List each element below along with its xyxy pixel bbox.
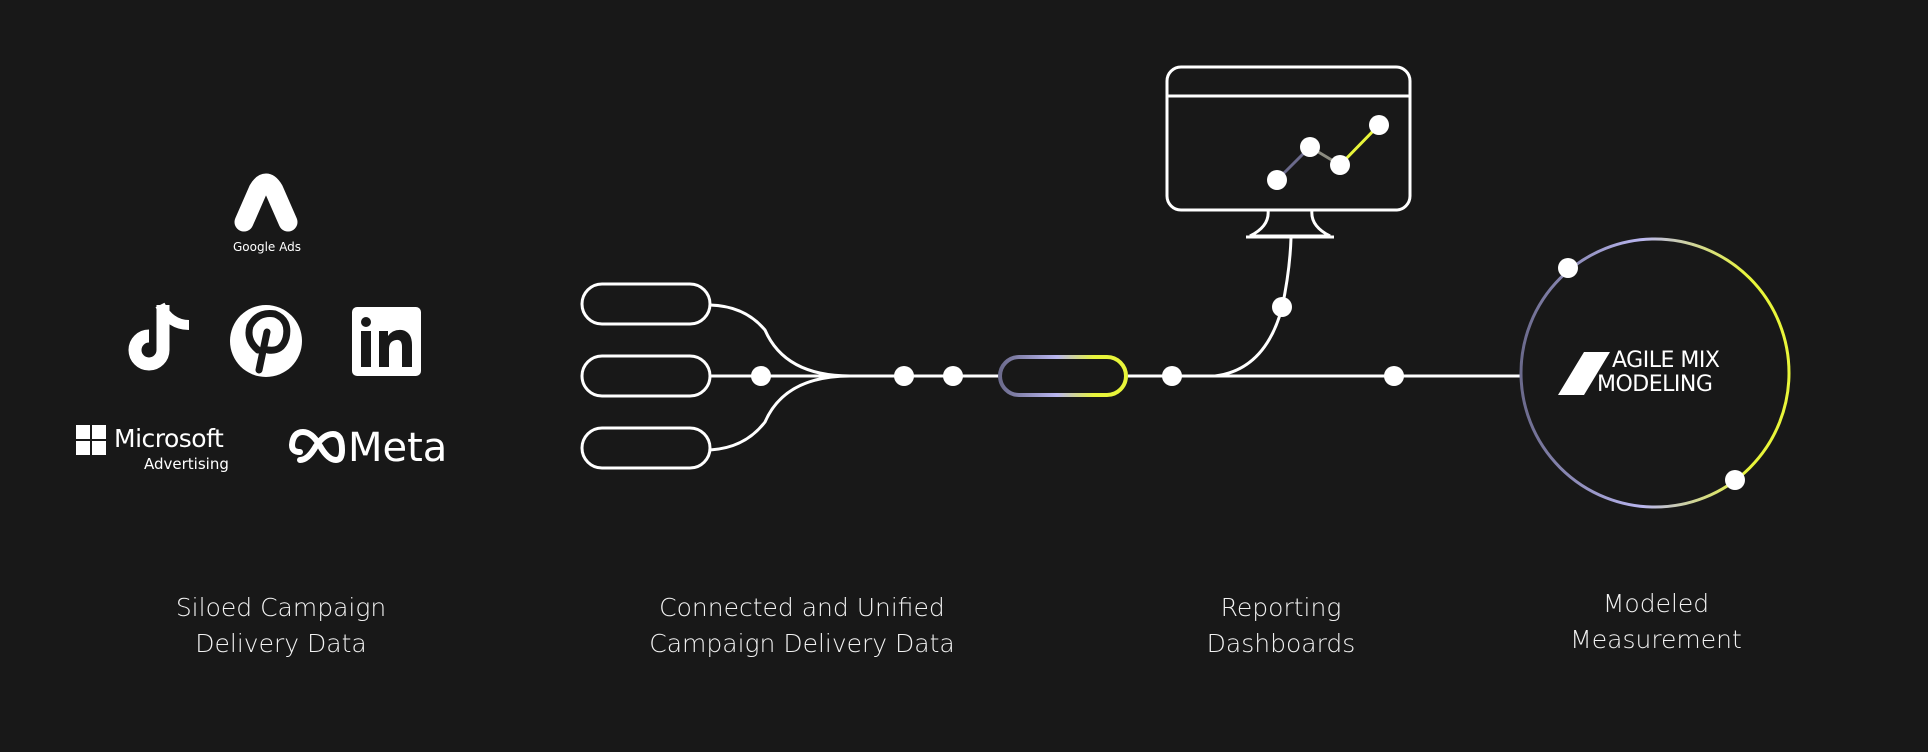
caption-modeled-line2: Measurement — [1570, 625, 1742, 654]
microsoft-advertising-label: Advertising — [144, 455, 229, 473]
agile-mix-modeling-logo-mark — [1558, 352, 1610, 395]
unified-pill — [998, 355, 1128, 397]
linkedin-icon — [352, 307, 421, 376]
microsoft-label: Microsoft — [114, 424, 224, 453]
google-ads-label: Google Ads — [233, 240, 301, 254]
node-dot — [1384, 366, 1404, 386]
caption-siloed: Siloed Campaign Delivery Data — [176, 590, 386, 662]
google-ads-icon — [234, 173, 298, 232]
tiktok-icon — [128, 302, 190, 371]
node-dot — [943, 366, 963, 386]
source-pill-2 — [580, 354, 712, 398]
meta-icon — [288, 428, 346, 464]
caption-unified-line2: Campaign Delivery Data — [649, 629, 955, 658]
microsoft-icon — [76, 425, 106, 455]
ring-dot — [1558, 258, 1578, 278]
caption-reporting-line2: Dashboards — [1206, 629, 1356, 658]
caption-reporting: Reporting Dashboards — [1207, 590, 1356, 662]
modeling-ring — [1519, 237, 1791, 509]
node-dot — [1272, 297, 1292, 317]
node-dot — [751, 366, 771, 386]
caption-unified-line1: Connected and Unified — [659, 593, 945, 622]
caption-siloed-line1: Siloed Campaign — [175, 593, 387, 622]
agile-mix-modeling-line2: MODELING — [1597, 372, 1713, 397]
monitor-icon — [1165, 65, 1412, 239]
ring-dot — [1725, 470, 1745, 490]
agile-mix-modeling-line1: AGILE MIX — [1612, 348, 1720, 373]
caption-reporting-line1: Reporting — [1220, 593, 1342, 622]
caption-modeled-line1: Modeled — [1602, 589, 1710, 618]
source-pill-1 — [580, 282, 712, 326]
pinterest-icon — [230, 305, 302, 377]
caption-modeled: Modeled Measurement — [1570, 586, 1742, 658]
caption-siloed-line2: Delivery Data — [195, 629, 367, 658]
meta-label: Meta — [348, 425, 448, 471]
merge-curve-bottom — [709, 374, 851, 452]
node-dot — [1162, 366, 1182, 386]
caption-unified: Connected and Unified Campaign Delivery … — [649, 590, 954, 662]
node-dot — [894, 366, 914, 386]
source-pill-3 — [580, 426, 712, 470]
merge-curve-top — [709, 303, 851, 378]
